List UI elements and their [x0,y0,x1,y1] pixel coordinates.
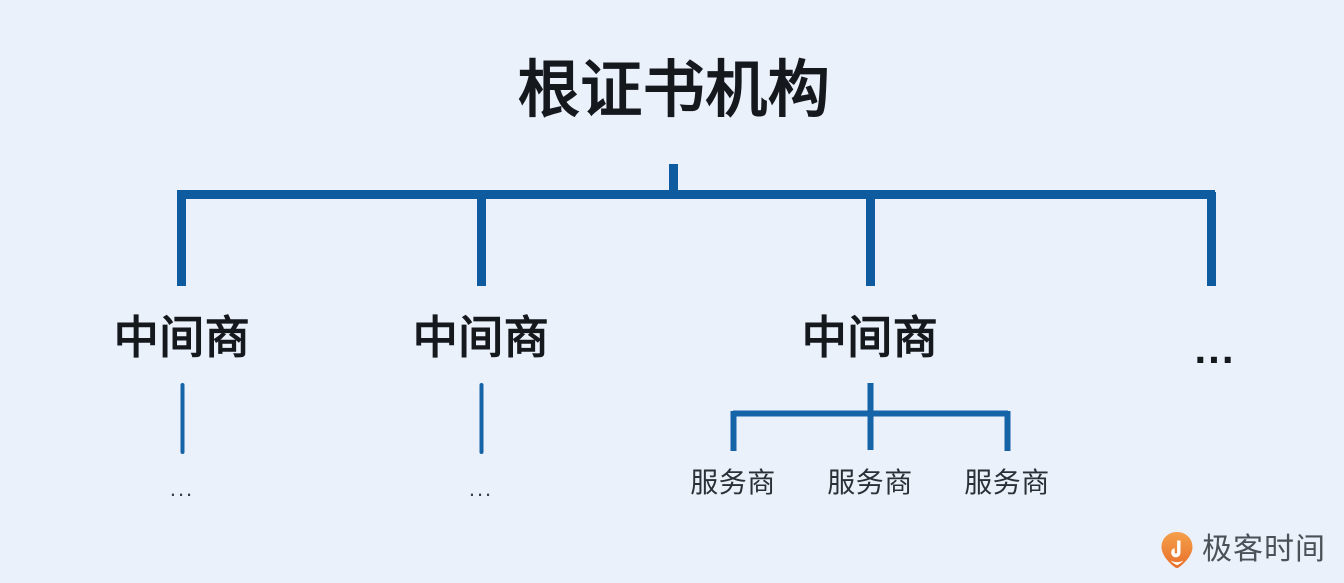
root-node-label: 根证书机构 [517,56,831,125]
service-provider-node-1: 服务商 [690,467,776,498]
intermediary-node-1: 中间商 [113,312,251,363]
intermediary-node-3: 中间商 [801,312,939,363]
geektime-pin-icon [1161,532,1193,568]
watermark: 极客时间 [1160,531,1326,569]
watermark-brand-text: 极客时间 [1202,533,1326,566]
service-provider-node-2: 服务商 [827,467,913,498]
service-provider-node-3: 服务商 [964,467,1050,498]
intermediary-node-more-ellipsis: ... [1194,325,1236,372]
intermediary-node-2: 中间商 [412,312,550,363]
intermediary-2-children-ellipsis: ... [468,476,494,501]
intermediary-1-children-ellipsis: ... [169,476,195,501]
